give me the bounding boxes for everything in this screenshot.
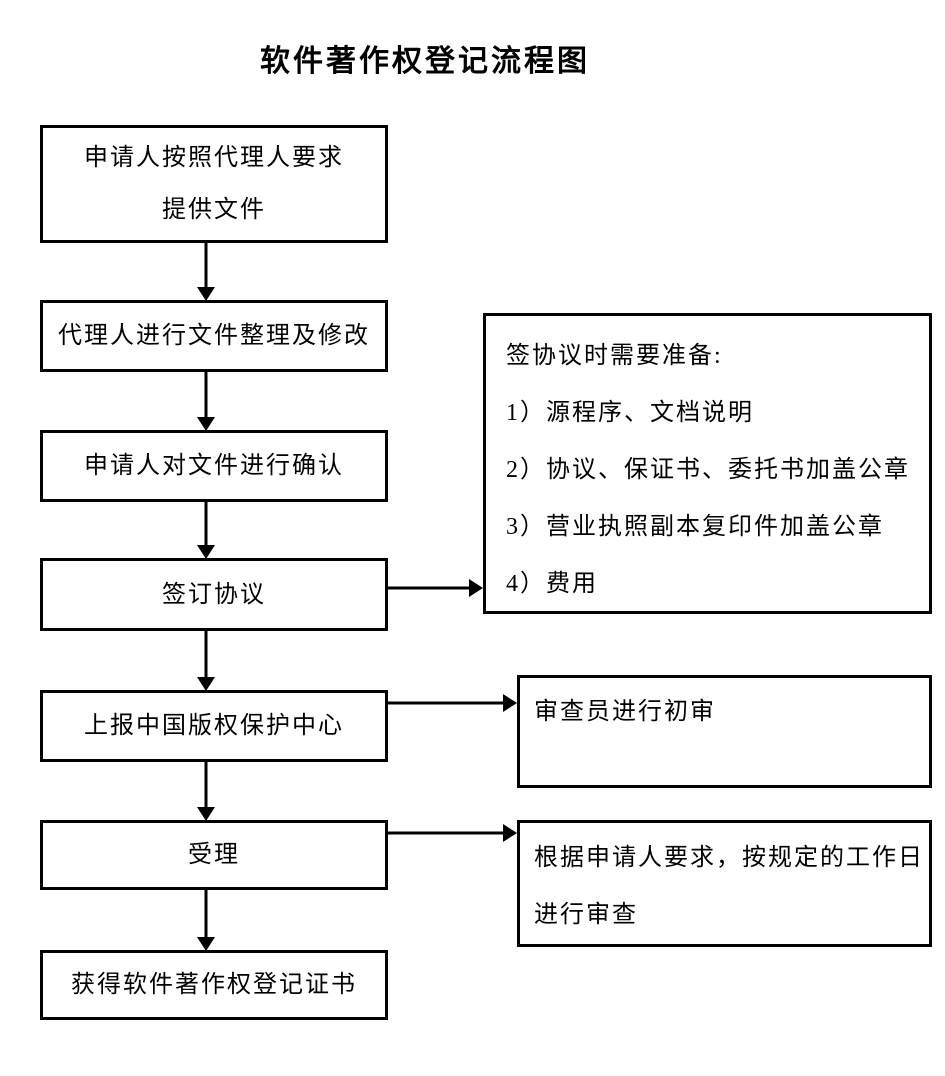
- arrow-down-4: [197, 631, 215, 691]
- arrow-down-3: [197, 502, 215, 559]
- note-line: 4）费用: [506, 571, 598, 597]
- step-box-provide-documents: 申请人按照代理人要求 提供文件: [40, 125, 388, 243]
- note-line: 签协议时需要准备:: [506, 343, 723, 369]
- step-box-submit-to-center: 上报中国版权保护中心: [40, 690, 388, 762]
- arrow-down-6: [197, 890, 215, 951]
- step-box-sign-agreement: 签订协议: [40, 558, 388, 631]
- step-box-applicant-confirms: 申请人对文件进行确认: [40, 430, 388, 502]
- step-box-agent-organizes-files: 代理人进行文件整理及修改: [40, 300, 388, 372]
- arrow-right-review-working-days: [388, 824, 517, 842]
- arrow-down-2: [197, 372, 215, 431]
- step-box-acceptance: 受理: [40, 820, 388, 890]
- note-line: 3）营业执照副本复印件加盖公章: [506, 514, 884, 540]
- note-box-review-working-days: 根据申请人要求，按规定的工作日 进行审查: [517, 820, 932, 947]
- note-box-preliminary-review: 审查员进行初审: [517, 675, 932, 788]
- note-line: 审查员进行初审: [534, 699, 716, 725]
- step-label: 签订协议: [162, 581, 266, 608]
- arrow-down-1: [197, 243, 215, 301]
- note-line: 根据申请人要求，按规定的工作日: [534, 845, 924, 871]
- note-box-agreement-checklist: 签协议时需要准备: 1）源程序、文档说明 2）协议、保证书、委托书加盖公章 3）…: [483, 313, 932, 614]
- arrow-right-sign-agreement: [388, 579, 483, 597]
- step-label: 申请人对文件进行确认: [84, 453, 344, 479]
- arrow-right-preliminary-review: [388, 694, 517, 712]
- step-label: 获得软件著作权登记证书: [71, 972, 357, 998]
- step-label: 受理: [188, 842, 240, 868]
- arrow-down-5: [197, 762, 215, 821]
- note-line: 进行审查: [534, 902, 638, 928]
- step-box-obtain-certificate: 获得软件著作权登记证书: [40, 950, 388, 1020]
- note-line: 2）协议、保证书、委托书加盖公章: [506, 457, 910, 483]
- step-label: 上报中国版权保护中心: [84, 713, 344, 739]
- step-label: 申请人按照代理人要求: [84, 145, 344, 171]
- step-label: 代理人进行文件整理及修改: [58, 323, 370, 349]
- step-label: 提供文件: [162, 197, 266, 223]
- note-line: 1）源程序、文档说明: [506, 400, 754, 426]
- page-title: 软件著作权登记流程图: [260, 45, 590, 78]
